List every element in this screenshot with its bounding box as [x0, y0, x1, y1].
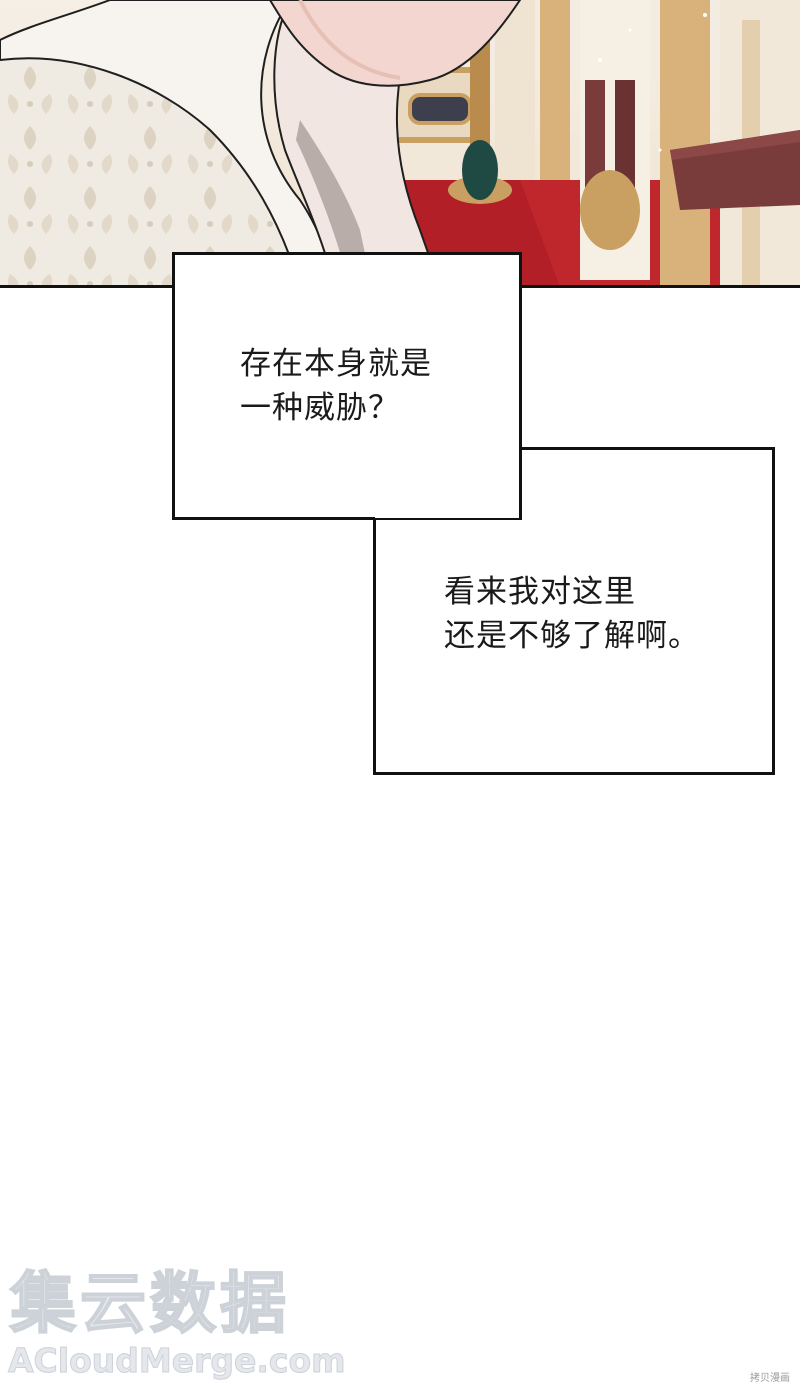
dialogue-line: 存在本身就是: [240, 346, 432, 382]
watermark-english: ACloudMerge.com: [8, 1341, 347, 1380]
palace-scene-art: [0, 0, 800, 287]
dialogue-line: 一种威胁？: [240, 390, 400, 426]
dialogue-line: 看来我对这里: [444, 574, 636, 610]
manga-panel-illustration: [0, 0, 800, 287]
watermark-chinese: 集云数据: [9, 1265, 290, 1342]
dialogue-text-upper: 存在本身就是 一种威胁？: [240, 342, 432, 430]
dialogue-text-lower: 看来我对这里 还是不够了解啊。: [444, 570, 700, 658]
speech-box-join: [375, 450, 519, 518]
corner-watermark: 拷贝漫画: [750, 1373, 790, 1384]
site-watermark: 集云数据 ACloudMerge.com: [6, 1265, 347, 1383]
dialogue-line: 还是不够了解啊。: [444, 618, 700, 654]
